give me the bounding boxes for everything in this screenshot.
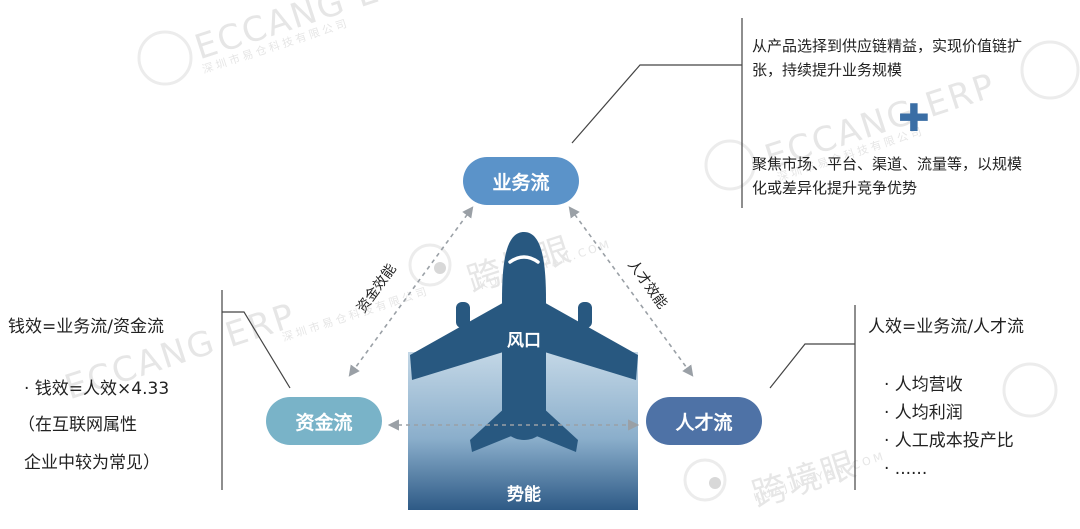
talent-item: · 人工成本投产比	[884, 431, 1014, 451]
business-note-line3: 聚焦市场、平台、渠道、流量等，以规模	[752, 155, 1023, 173]
arrow-business-talent	[568, 206, 694, 377]
capital-note2: 企业中较为常见）	[24, 453, 160, 473]
watermark-dot-icon	[709, 477, 721, 489]
capital-flow-node: 资金流	[266, 397, 382, 445]
talent-flow-node: 人才流	[646, 397, 762, 445]
capital-note1: （在互联网属性	[18, 415, 137, 435]
talent-item: · ......	[884, 459, 928, 479]
arrow-business-capital	[348, 206, 474, 377]
business-note-line4: 化或差异化提升竞争优势	[752, 179, 918, 197]
business-connector	[571, 64, 742, 144]
talent-formula: 人效=业务流/人才流	[868, 317, 1024, 337]
talent-item: · 人均利润	[884, 403, 963, 423]
capital-connector	[222, 311, 291, 389]
wind-label: 风口	[507, 331, 541, 351]
watermark-dot-icon	[434, 262, 446, 274]
capital-item: · 钱效=人效×4.33	[24, 379, 170, 399]
talent-connector	[769, 343, 855, 389]
business-flow-node: 业务流	[463, 157, 579, 205]
business-note-line1: 从产品选择到供应链精益，实现价值链扩	[752, 37, 1023, 55]
potential-label: 势能	[507, 485, 541, 505]
capital-formula: 钱效=业务流/资金流	[8, 317, 164, 337]
talent-item: · 人均营收	[884, 375, 963, 395]
plus-icon: ✚	[898, 96, 930, 140]
cockpit-window-icon	[508, 255, 540, 264]
business-note-line2: 张，持续提升业务规模	[752, 61, 903, 79]
